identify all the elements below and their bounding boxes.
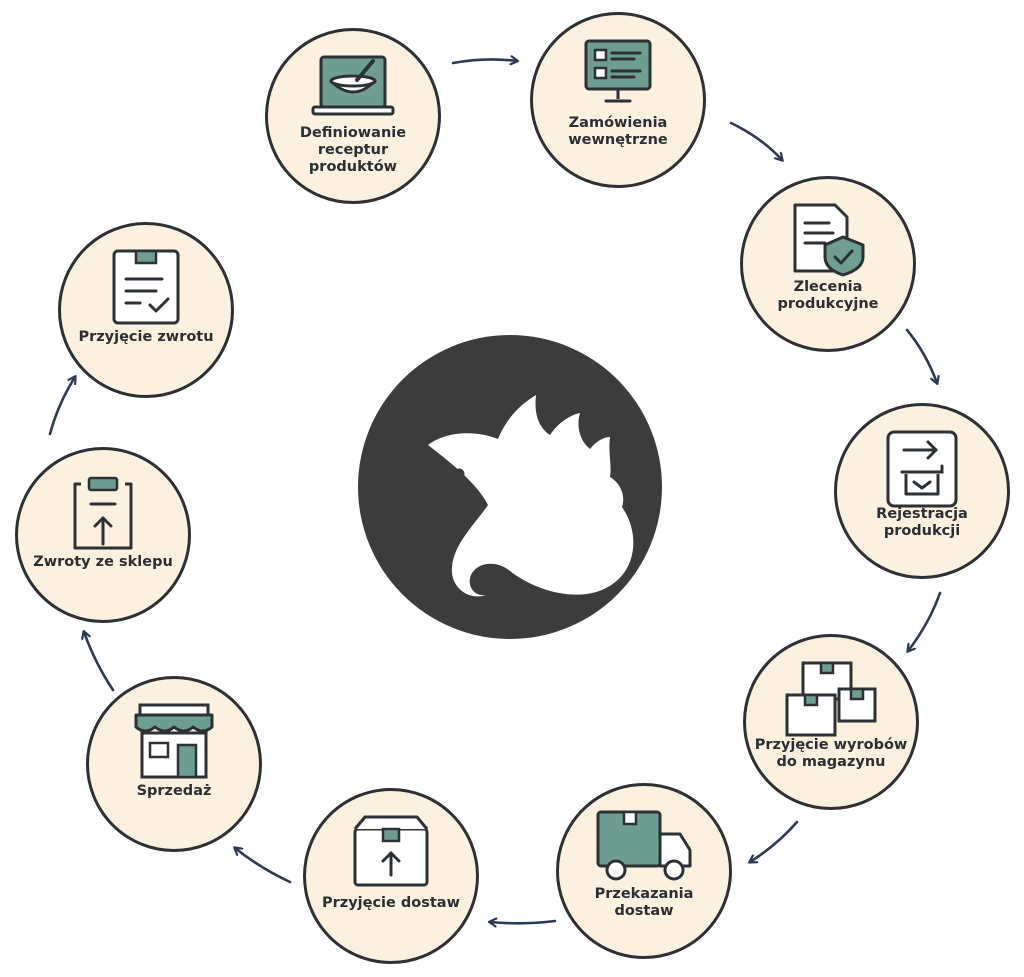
step-przyjecie-dostaw: Przyjęcie dostaw — [303, 788, 479, 964]
arrow-6 — [490, 921, 557, 923]
arrow-7 — [235, 848, 292, 884]
step-label: Przekazania dostaw — [594, 886, 694, 919]
step-zwroty-ze-sklepu: Zwroty ze sklepu — [15, 447, 191, 623]
step-zlecenia-produkcyjne: Zlecenia produkcyjne — [740, 176, 916, 352]
arrow-4 — [908, 591, 942, 651]
delivery-truck-icon — [596, 810, 692, 881]
step-label: Zamówienia wewnętrzne — [568, 115, 668, 148]
transfer-box-icon — [886, 430, 958, 508]
step-przyjecie-wyrobow: Przyjęcie wyrobów do magazynu — [743, 634, 919, 810]
arrow-3 — [905, 328, 937, 383]
step-label: Przyjęcie dostaw — [321, 895, 460, 911]
center-logo — [358, 335, 662, 639]
arrow-2 — [729, 121, 782, 160]
step-definiowanie-receptur: Definiowanie receptur produktów — [265, 28, 441, 204]
monitor-checklist-icon — [584, 39, 652, 103]
step-przyjecie-zwrotu: Przyjęcie zwrotu — [58, 222, 234, 398]
step-label: Zlecenia produkcyjne — [777, 279, 879, 312]
package-arrow-up-icon — [353, 815, 429, 887]
arrow-1 — [451, 59, 517, 63]
step-label: Przyjęcie zwrotu — [78, 329, 214, 345]
phoenix-logo-icon — [428, 395, 634, 597]
step-rejestracja-produkcji: Rejestracja produkcji — [834, 403, 1010, 579]
arrow-8 — [84, 632, 115, 692]
arrow-9 — [48, 377, 75, 436]
storefront-icon — [134, 703, 214, 779]
clipboard-check-icon — [112, 249, 180, 325]
stacked-boxes-icon — [785, 661, 877, 737]
step-zamowienia-wewnetrzne: Zamówienia wewnętrzne — [530, 12, 706, 188]
step-label: Rejestracja produkcji — [876, 506, 968, 539]
step-label: Przyjęcie wyrobów do magazynu — [754, 737, 908, 770]
clipboard-arrow-up-icon — [73, 476, 133, 550]
step-label: Sprzedaż — [136, 783, 212, 799]
step-przekazania-dostaw: Przekazania dostaw — [556, 783, 732, 959]
step-sprzedaz: Sprzedaż — [86, 676, 262, 852]
step-label: Zwroty ze sklepu — [33, 554, 173, 570]
arrow-5 — [750, 820, 799, 862]
document-shield-icon — [793, 203, 865, 277]
step-label: Definiowanie receptur produktów — [299, 125, 407, 175]
laptop-bowl-icon — [311, 55, 395, 116]
